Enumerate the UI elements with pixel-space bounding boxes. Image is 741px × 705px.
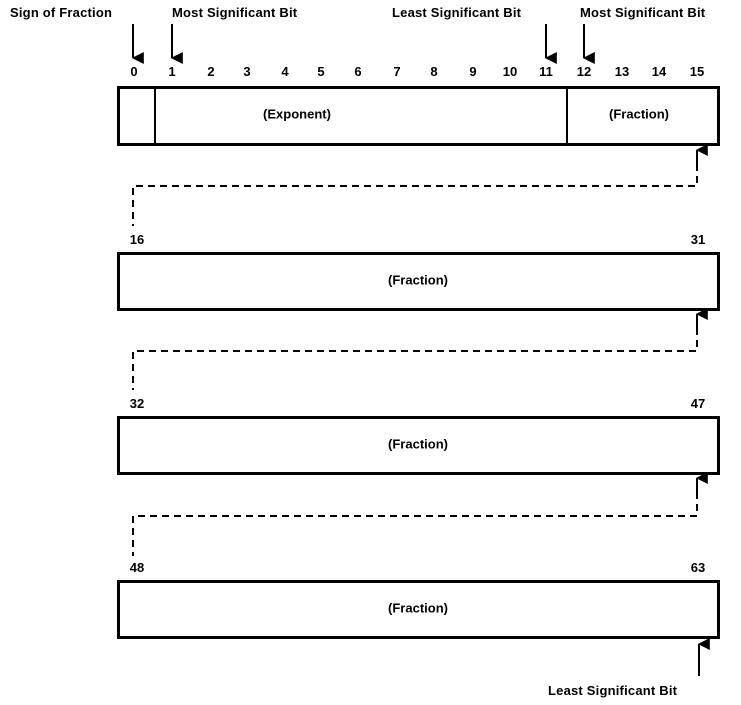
connector-3 xyxy=(132,492,698,556)
connector-1 xyxy=(132,164,698,226)
connector-2 xyxy=(132,328,698,390)
msb-exponent-label: Most Significant Bit xyxy=(172,5,298,20)
word-1-box xyxy=(117,86,720,146)
exponent-field: (Exponent) xyxy=(263,106,331,122)
word-2-end-bit: 31 xyxy=(690,232,706,247)
lsb-fraction-label: Least Significant Bit xyxy=(548,683,678,698)
bit-number: 9 xyxy=(469,64,477,79)
word-4-end-bit: 63 xyxy=(690,560,706,575)
bit-number: 4 xyxy=(281,64,289,79)
word-4-start-bit: 48 xyxy=(129,560,145,575)
lsb-exponent-label: Least Significant Bit xyxy=(392,5,522,20)
fraction-field-word-3: (Fraction) xyxy=(388,436,448,452)
fraction-field-word-1: (Fraction) xyxy=(609,106,669,122)
msb-fraction-label: Most Significant Bit xyxy=(580,5,706,20)
bit-number: 3 xyxy=(243,64,251,79)
bit-number: 8 xyxy=(430,64,438,79)
bit-number: 7 xyxy=(393,64,401,79)
bit-number: 14 xyxy=(651,64,667,79)
bit-number: 0 xyxy=(130,64,138,79)
sign-bit-divider xyxy=(154,89,156,143)
fraction-field-word-4: (Fraction) xyxy=(388,600,448,616)
bit-number: 1 xyxy=(168,64,176,79)
word-2-box xyxy=(117,252,720,311)
word-4-box xyxy=(117,580,720,639)
bit-number: 2 xyxy=(207,64,215,79)
sign-of-fraction-label: Sign of Fraction xyxy=(10,5,113,20)
exponent-fraction-divider xyxy=(566,89,568,143)
bit-number: 15 xyxy=(689,64,705,79)
bit-number: 10 xyxy=(502,64,518,79)
fraction-field-word-2: (Fraction) xyxy=(388,272,448,288)
bit-number: 6 xyxy=(354,64,362,79)
word-2-start-bit: 16 xyxy=(129,232,145,247)
bit-number: 5 xyxy=(317,64,325,79)
word-3-end-bit: 47 xyxy=(690,396,706,411)
word-3-start-bit: 32 xyxy=(129,396,145,411)
bit-number: 12 xyxy=(576,64,592,79)
bit-number: 11 xyxy=(539,64,553,79)
word-3-box xyxy=(117,416,720,475)
bit-number: 13 xyxy=(614,64,630,79)
